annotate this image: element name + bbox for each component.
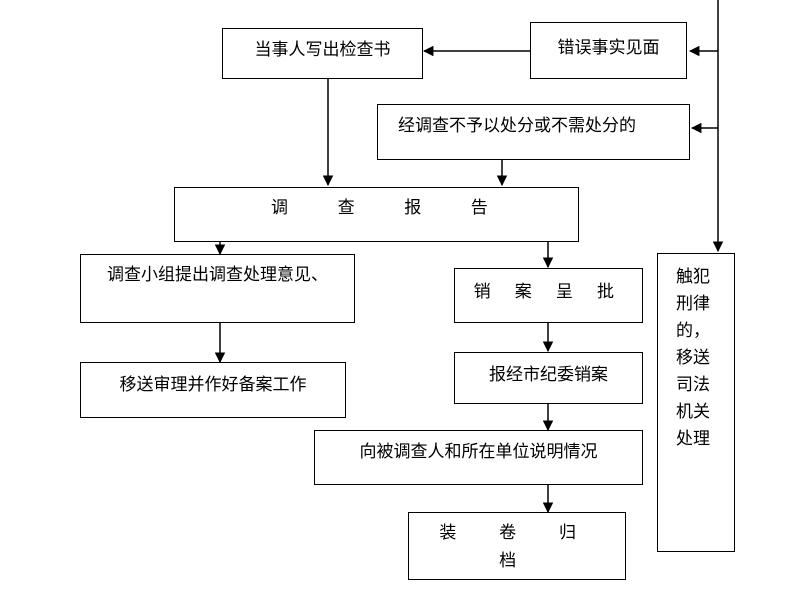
node-writer: 当事人写出检查书 [222,28,423,79]
node-writer-label: 当事人写出检查书 [254,40,391,60]
node-transfer-review-label: 移送审理并作好备案工作 [119,375,307,395]
node-transfer-review: 移送审理并作好备案工作 [80,362,346,418]
node-report: 调 查 报 告 [174,187,579,242]
node-no-punish: 经调查不予以处分或不需处分的 [377,104,690,160]
node-archive-label: 装 卷 归 档 [439,523,595,571]
node-explain-situation: 向被调查人和所在单位说明情况 [314,430,643,485]
node-report-discipline-label: 报经市纪委销案 [489,365,608,385]
node-error-fact-label: 错误事实见面 [557,38,660,58]
node-close-case-approval: 销 案 呈 批 [454,268,643,323]
node-group-opinion: 调查小组提出调查处理意见、 [80,254,355,323]
node-criminal-label: 触犯刑律的，移送司法机关处理 [676,267,710,449]
node-no-punish-label: 经调查不予以处分或不需处分的 [398,116,636,136]
node-error-fact: 错误事实见面 [530,22,687,79]
node-close-case-approval-label: 销 案 呈 批 [473,282,624,302]
node-group-opinion-label: 调查小组提出调查处理意见、 [107,265,328,285]
node-explain-situation-label: 向被调查人和所在单位说明情况 [359,442,598,462]
node-report-label: 调 查 报 告 [271,198,510,218]
node-archive: 装 卷 归 档 [408,512,626,580]
node-criminal: 触犯刑律的，移送司法机关处理 [657,253,735,552]
node-report-discipline: 报经市纪委销案 [454,352,643,404]
